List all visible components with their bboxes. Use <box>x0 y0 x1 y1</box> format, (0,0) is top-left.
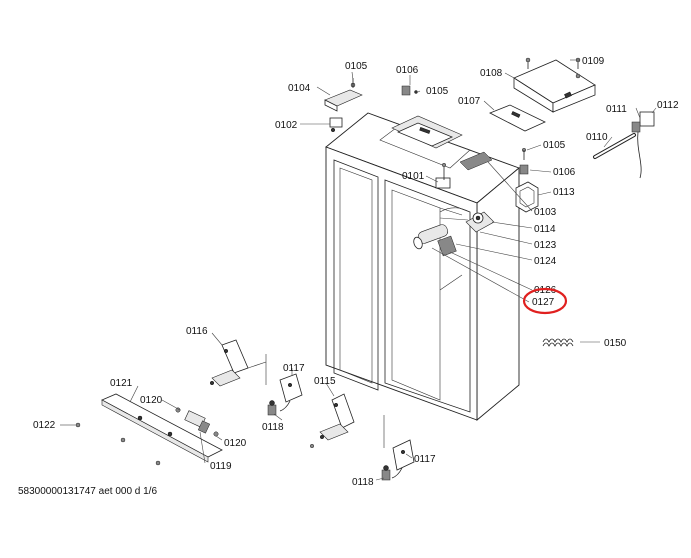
label-0107: 0107 <box>458 96 481 107</box>
part-0106-clip-top <box>401 85 418 96</box>
label-0106-right: 0106 <box>553 167 576 178</box>
label-0120-left: 0120 <box>140 395 163 406</box>
doc-code: 58300000131747 aet 000 d 1/6 <box>18 486 157 497</box>
part-0104-bracket <box>324 89 363 112</box>
part-0106-clip-right <box>519 147 529 175</box>
highlight-circle-0127 <box>522 287 568 315</box>
part-0107-board <box>489 104 546 132</box>
label-0117-left: 0117 <box>283 363 305 374</box>
label-0105-top: 0105 <box>345 61 368 72</box>
part-0119-bushing <box>175 407 219 437</box>
part-0121-rail <box>101 393 223 463</box>
label-0109: 0109 <box>582 56 605 67</box>
label-0104: 0104 <box>288 83 311 94</box>
label-0121: 0121 <box>110 378 133 389</box>
label-0113: 0113 <box>553 187 575 198</box>
label-0106-top: 0106 <box>396 65 419 76</box>
cabinet-body <box>325 112 520 421</box>
label-0120-right: 0120 <box>224 438 247 449</box>
label-0102: 0102 <box>275 120 298 131</box>
part-0123-fan-motor <box>413 224 457 257</box>
top-panel-assembly <box>391 115 493 171</box>
label-0103: 0103 <box>534 207 557 218</box>
label-0118-left: 0118 <box>262 422 284 433</box>
callout-labels: 0105 0106 0105 0108 0109 0104 0102 0107 … <box>33 56 679 488</box>
part-0102-hinge <box>329 117 343 133</box>
part-0110-0112-sensor-tube <box>593 111 655 179</box>
part-0113-frame <box>515 181 539 213</box>
label-0124: 0124 <box>534 256 557 267</box>
part-0115-bracket <box>309 393 355 449</box>
label-0119: 0119 <box>210 461 232 472</box>
leader-lines <box>60 59 657 481</box>
label-0105-mid: 0105 <box>426 86 449 97</box>
screw-0122 <box>75 422 161 466</box>
label-0101: 0101 <box>402 171 425 182</box>
label-0123: 0123 <box>534 240 557 251</box>
label-0105-right: 0105 <box>543 140 566 151</box>
label-0112: 0112 <box>657 100 679 111</box>
part-0108-control-box <box>513 59 596 113</box>
label-0150: 0150 <box>604 338 627 349</box>
label-0110: 0110 <box>586 132 608 143</box>
label-0127: 0127 <box>532 297 555 308</box>
part-0117-hinge-bottom <box>381 415 415 481</box>
part-0116-bracket <box>209 339 267 387</box>
part-0117-hinge-left <box>267 373 303 416</box>
screw-0109 <box>525 57 581 79</box>
label-0114: 0114 <box>534 224 556 235</box>
part-0101-hinge <box>435 162 451 189</box>
label-0108: 0108 <box>480 68 503 79</box>
label-0118-bottom: 0118 <box>352 477 374 488</box>
label-0116: 0116 <box>186 326 208 337</box>
label-0122: 0122 <box>33 420 56 431</box>
part-0150-spring <box>542 338 574 347</box>
label-0111: 0111 <box>606 104 627 115</box>
label-0126: 0126 <box>534 285 557 296</box>
label-0117-bottom: 0117 <box>414 454 436 465</box>
label-0115: 0115 <box>314 376 336 387</box>
